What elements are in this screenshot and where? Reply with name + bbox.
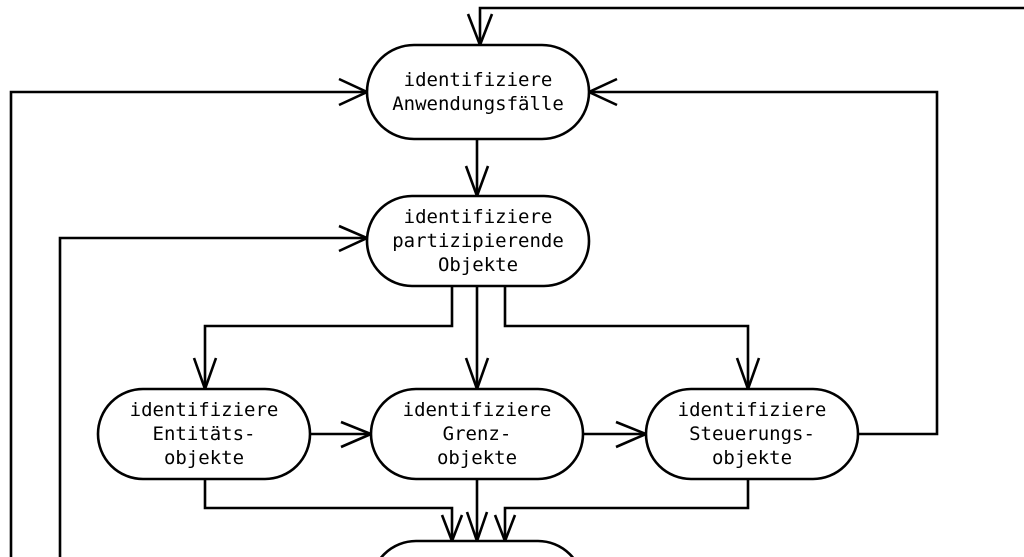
edge-steuerungs-to-bottom	[493, 479, 750, 545]
edge-partizipierende-to-grenz	[464, 286, 490, 393]
edge-top-loop-into-anwendungsfaelle	[466, 6, 1024, 49]
node-grenzobjekte[interactable]	[369, 387, 585, 481]
node-steuerungsobjekte[interactable]	[644, 387, 860, 481]
edge-left-loop-into-anwendungsfaelle	[9, 77, 371, 557]
edge-steuerungsobjekte-to-anwendungsfaelle	[585, 77, 939, 436]
node-anwendungsfaelle[interactable]	[365, 43, 591, 141]
edge-anwendungsfaelle-to-partizipierende	[464, 139, 490, 200]
node-partizipierende-objekte[interactable]	[365, 194, 591, 288]
edge-entitaets-to-grenz	[310, 420, 375, 449]
edge-partizipierende-to-entitaets	[192, 286, 454, 393]
node-bottom-partial[interactable]	[371, 539, 583, 557]
edge-entitaets-to-bottom	[203, 479, 464, 545]
edge-grenz-to-bottom	[465, 479, 489, 545]
edge-partizipierende-to-steuerungs	[503, 286, 761, 393]
edge-grenz-to-steuerungs	[583, 420, 650, 449]
node-entitaetsobjekte[interactable]	[96, 387, 312, 481]
